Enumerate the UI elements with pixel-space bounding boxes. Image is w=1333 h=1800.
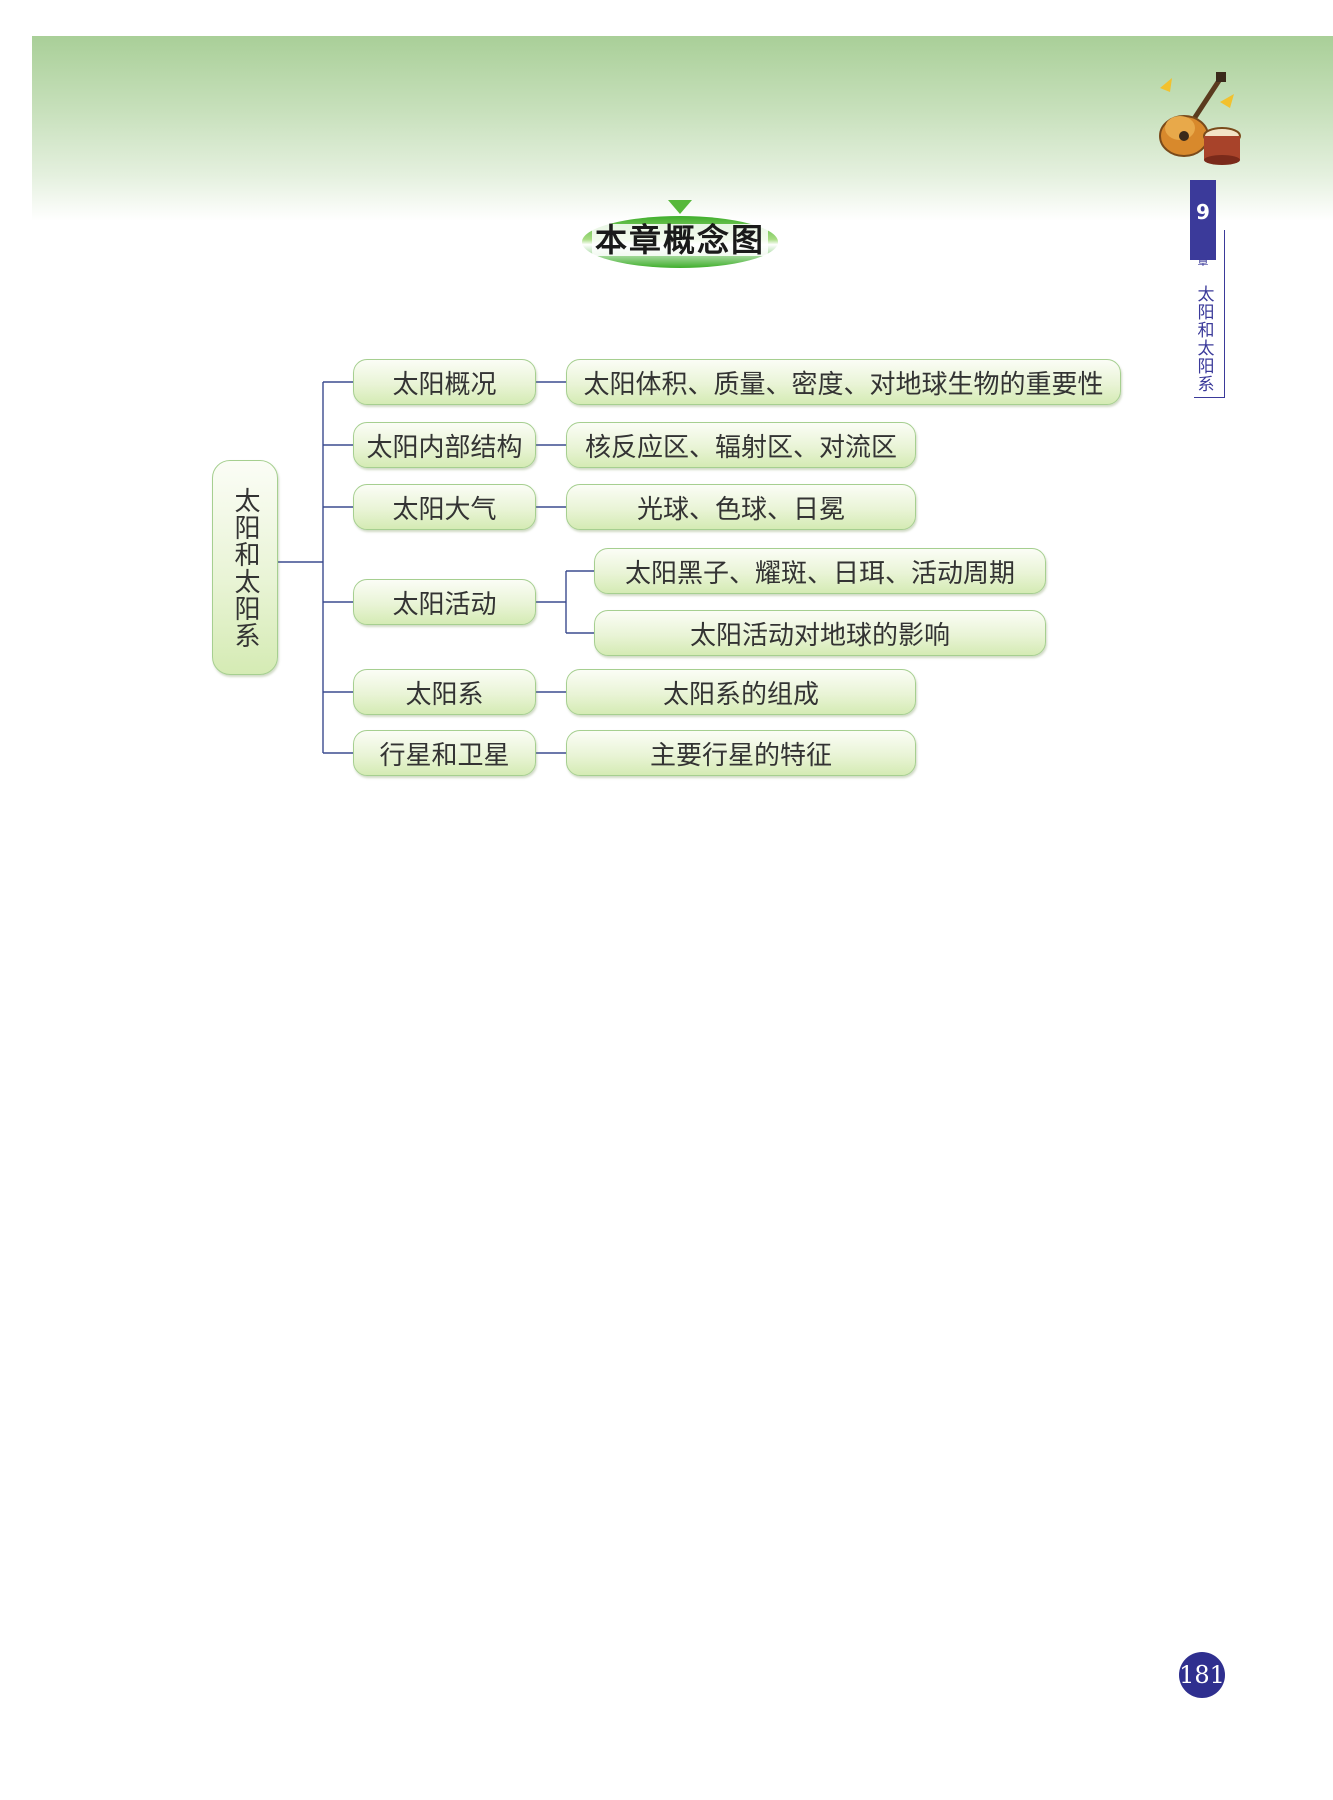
header-band — [32, 36, 1333, 221]
leaf-label: 太阳体积、质量、密度、对地球生物的重要性 — [583, 369, 1104, 400]
leaf-label: 太阳活动对地球的影响 — [689, 620, 950, 651]
leaf-node: 太阳黑子、耀斑、日珥、活动周期 — [594, 548, 1046, 594]
leaf-node: 主要行星的特征 — [566, 730, 916, 776]
title-badge-ellipse — [582, 200, 778, 268]
chapter-number-tab: 9 — [1190, 180, 1216, 260]
leaf-label: 太阳系的组成 — [662, 679, 819, 710]
concept-map-connectors — [278, 381, 594, 754]
branch-node-interior: 太阳内部结构 — [353, 422, 536, 468]
branch-label: 太阳概况 — [392, 369, 497, 400]
page-number: 181 — [1179, 1652, 1225, 1698]
chapter-concept-map-title: 本章概念图 — [580, 200, 780, 270]
leaf-node: 太阳体积、质量、密度、对地球生物的重要性 — [566, 359, 1121, 405]
branch-node-atmosphere: 太阳大气 — [353, 484, 536, 530]
leaf-label: 主要行星的特征 — [649, 740, 832, 771]
guitar-drum-icon — [1150, 70, 1250, 165]
page-title: 本章概念图 — [594, 221, 765, 259]
leaf-node: 光球、色球、日冕 — [566, 484, 916, 530]
leaf-label: 太阳黑子、耀斑、日珥、活动周期 — [624, 558, 1015, 589]
side-divider-tick — [1194, 397, 1224, 398]
leaf-node: 太阳系的组成 — [566, 669, 916, 715]
side-divider — [1224, 230, 1225, 398]
branch-node-solar-system: 太阳系 — [353, 669, 536, 715]
leaf-node: 核反应区、辐射区、对流区 — [566, 422, 916, 468]
branch-label: 太阳活动 — [392, 589, 497, 620]
branch-node-sun-overview: 太阳概况 — [353, 359, 536, 405]
branch-node-planets: 行星和卫星 — [353, 730, 536, 776]
branch-node-activity: 太阳活动 — [353, 579, 536, 625]
chapter-side-title: 太阳和太阳系 — [1197, 285, 1215, 395]
branch-label: 太阳内部结构 — [366, 432, 523, 463]
leaf-label: 核反应区、辐射区、对流区 — [584, 432, 897, 463]
branch-label: 太阳系 — [405, 679, 484, 710]
branch-label: 太阳大气 — [392, 494, 497, 525]
root-node-label: 太阳和太阳系 — [230, 486, 260, 649]
chapter-label: 章 — [1197, 255, 1209, 268]
root-node: 太阳和太阳系 — [212, 460, 278, 675]
branch-label: 行星和卫星 — [379, 740, 510, 771]
leaf-node: 太阳活动对地球的影响 — [594, 610, 1046, 656]
leaf-label: 光球、色球、日冕 — [636, 494, 845, 525]
